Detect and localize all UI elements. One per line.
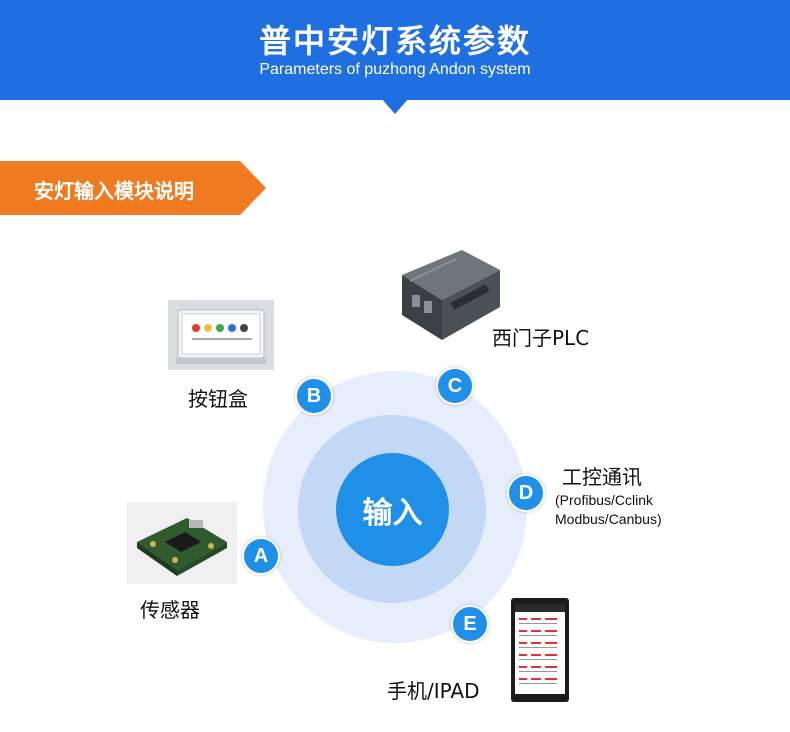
header-banner bbox=[0, 0, 790, 100]
center-circle bbox=[336, 453, 449, 566]
node-b-badge: B bbox=[295, 377, 333, 415]
tablet-icon bbox=[511, 598, 569, 702]
node-d-protocols-line1: (Profibus/Cclink bbox=[555, 492, 654, 508]
node-c-label: 西门子PLC bbox=[492, 326, 590, 350]
node-e-label: 手机/IPAD bbox=[387, 679, 480, 703]
sensor-board-icon bbox=[127, 502, 237, 584]
node-d-label: 工控通讯 bbox=[562, 465, 642, 489]
page-subtitle: Parameters of puzhong Andon system bbox=[259, 61, 531, 78]
center-label: 输入 bbox=[362, 496, 423, 531]
section-title: 安灯输入模块说明 bbox=[34, 179, 194, 203]
node-e-badge: E bbox=[451, 605, 489, 643]
header-notch bbox=[381, 98, 409, 114]
node-c-badge: C bbox=[436, 367, 474, 405]
node-a-badge: A bbox=[242, 537, 280, 575]
section-tab-arrow bbox=[240, 161, 266, 215]
node-d-protocols-line2: Modbus/Canbus) bbox=[555, 511, 662, 527]
node-a-label: 传感器 bbox=[140, 598, 200, 622]
button-box-icon bbox=[168, 300, 274, 370]
node-d-badge: D bbox=[507, 474, 545, 512]
section-tab bbox=[0, 161, 240, 215]
page-title: 普中安灯系统参数 bbox=[258, 22, 531, 60]
node-b-label: 按钮盒 bbox=[188, 387, 248, 411]
plc-module-icon bbox=[402, 250, 500, 340]
